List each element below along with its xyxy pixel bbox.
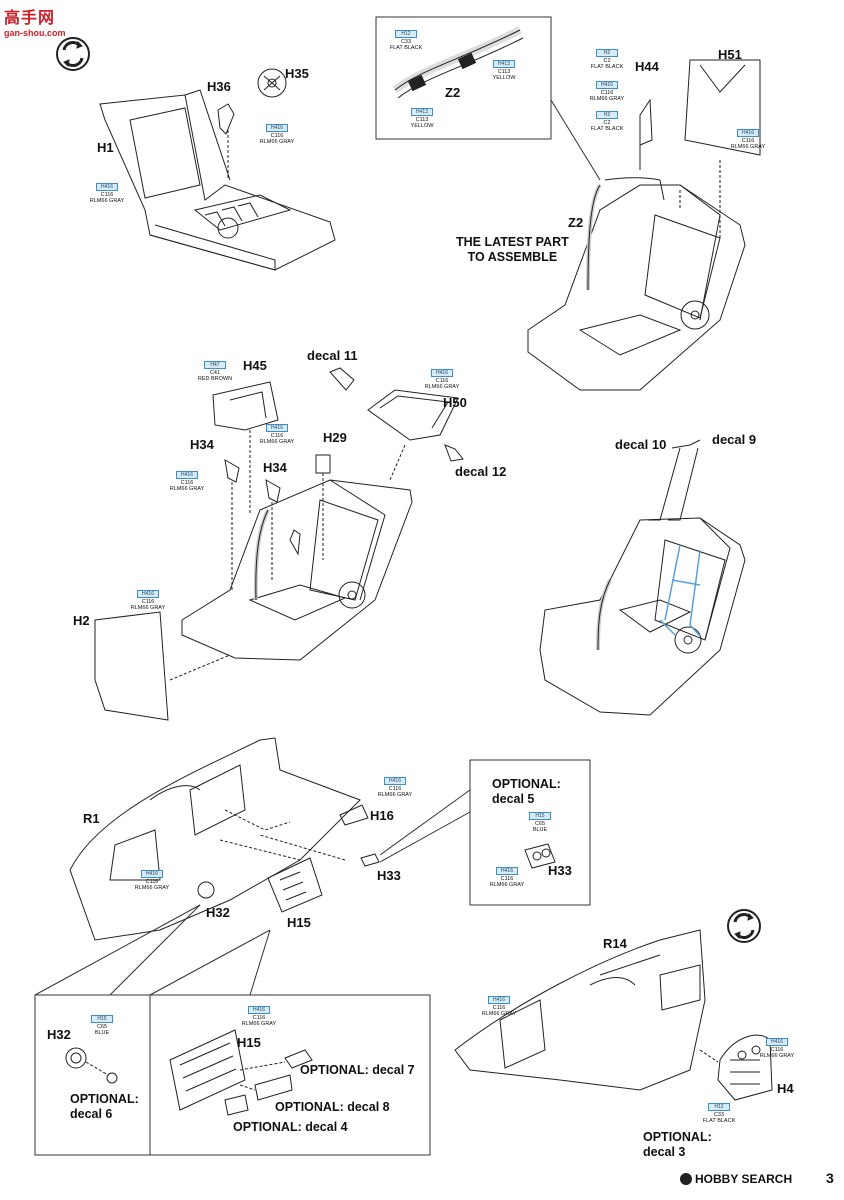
optional-decal-4: OPTIONAL: decal 4 [233, 1120, 348, 1134]
cockpit-assembly-middle-right [539, 439, 746, 716]
decal-label-9: decal 9 [712, 432, 757, 447]
optional-decal-8: OPTIONAL: decal 8 [275, 1100, 390, 1114]
optional-decal-7: OPTIONAL: decal 7 [300, 1063, 415, 1077]
decal-label-10: decal 10 [615, 437, 667, 452]
part-label-h51: H51 [718, 47, 742, 62]
part-label-h15: H15 [287, 915, 311, 930]
optional-decal-5: OPTIONAL: decal 5 [492, 777, 561, 806]
part-label-r1: R1 [83, 811, 100, 826]
part-label-h36: H36 [207, 79, 231, 94]
note-latest-part: THE LATEST PART TO ASSEMBLE [456, 235, 569, 264]
part-label-z2: Z2 [568, 215, 584, 230]
part-label-h29: H29 [323, 430, 347, 445]
inset-frame [375, 16, 552, 140]
footer-brand: HOBBY SEARCH [680, 1172, 792, 1186]
part-label-h2: H2 [73, 613, 90, 628]
part-label-h16: H16 [370, 808, 394, 823]
inset-frame-h33 [469, 759, 591, 906]
part-label-h33-inset: H33 [548, 863, 572, 878]
fuselage-r1 [69, 737, 380, 941]
watermark-logo: 高手网 [4, 10, 56, 27]
part-label-h32: H32 [206, 905, 230, 920]
rotate-icon [727, 909, 761, 943]
page-number: 3 [826, 1170, 834, 1186]
cockpit-floor-h1 [99, 68, 336, 271]
part-label-h15-inset: H15 [237, 1035, 261, 1050]
control-stick-detail [392, 26, 524, 99]
rotate-icon [56, 37, 90, 71]
cockpit-assembly-top-right [527, 59, 761, 391]
part-h15-detail [169, 1029, 313, 1116]
optional-decal-3: OPTIONAL: decal 3 [643, 1130, 712, 1159]
part-label-h34-right: H34 [263, 460, 287, 475]
part-h32-detail [65, 1047, 118, 1084]
watermark-url: gan-shou.com [4, 28, 66, 38]
part-label-h35: H35 [285, 66, 309, 81]
part-label-h34-left: H34 [190, 437, 214, 452]
part-label-z2-inset: Z2 [445, 85, 461, 100]
part-label-h33: H33 [377, 868, 401, 883]
fuselage-r14 [454, 929, 773, 1101]
part-label-h44: H44 [635, 59, 659, 74]
part-h33-detail [524, 843, 556, 869]
harness-blue [659, 544, 701, 637]
part-label-h32-inset: H32 [47, 1027, 71, 1042]
decal-label-11: decal 11 [307, 348, 358, 363]
watermark: 高手网 gan-shou.com [4, 4, 66, 38]
part-label-h45: H45 [243, 358, 267, 373]
part-label-h4: H4 [777, 1081, 794, 1096]
inset-frame-lower [34, 994, 431, 1156]
optional-decal-6: OPTIONAL: decal 6 [70, 1092, 139, 1121]
part-label-h50: H50 [443, 395, 467, 410]
decal-label-12: decal 12 [455, 464, 507, 479]
part-label-h1: H1 [97, 140, 114, 155]
brand-logo-icon [680, 1173, 692, 1185]
cockpit-assembly-middle-left [94, 367, 464, 721]
part-label-r14: R14 [603, 936, 627, 951]
